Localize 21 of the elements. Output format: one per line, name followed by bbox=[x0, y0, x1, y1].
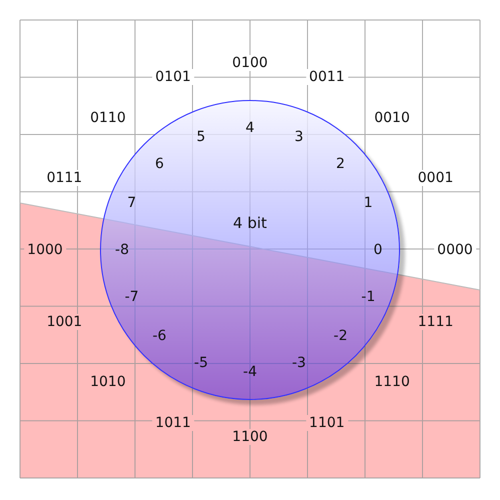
circle-title: 4 bit bbox=[233, 214, 267, 232]
decimal-value: -2 bbox=[332, 328, 348, 344]
binary-code: 1101 bbox=[306, 414, 348, 431]
decimal-value: -6 bbox=[152, 328, 168, 344]
decimal-value: 2 bbox=[335, 156, 346, 172]
decimal-value: 0 bbox=[372, 242, 384, 258]
decimal-value: -3 bbox=[290, 354, 307, 371]
binary-code: 0011 bbox=[306, 69, 348, 86]
decimal-value: 4 bbox=[244, 120, 256, 136]
decimal-value: -1 bbox=[360, 288, 376, 305]
decimal-value: -7 bbox=[124, 288, 140, 305]
decimal-value: 1 bbox=[362, 195, 374, 212]
decimal-value: -8 bbox=[114, 242, 130, 258]
decimal-value: -5 bbox=[193, 354, 209, 371]
binary-code: 1011 bbox=[152, 414, 194, 431]
decimal-value: 5 bbox=[196, 129, 206, 146]
decimal-value: 6 bbox=[154, 156, 165, 172]
decimal-value: 7 bbox=[126, 195, 138, 212]
decimal-value: -4 bbox=[242, 364, 258, 380]
decimal-value: 3 bbox=[294, 129, 304, 146]
binary-code: 0101 bbox=[152, 69, 194, 86]
